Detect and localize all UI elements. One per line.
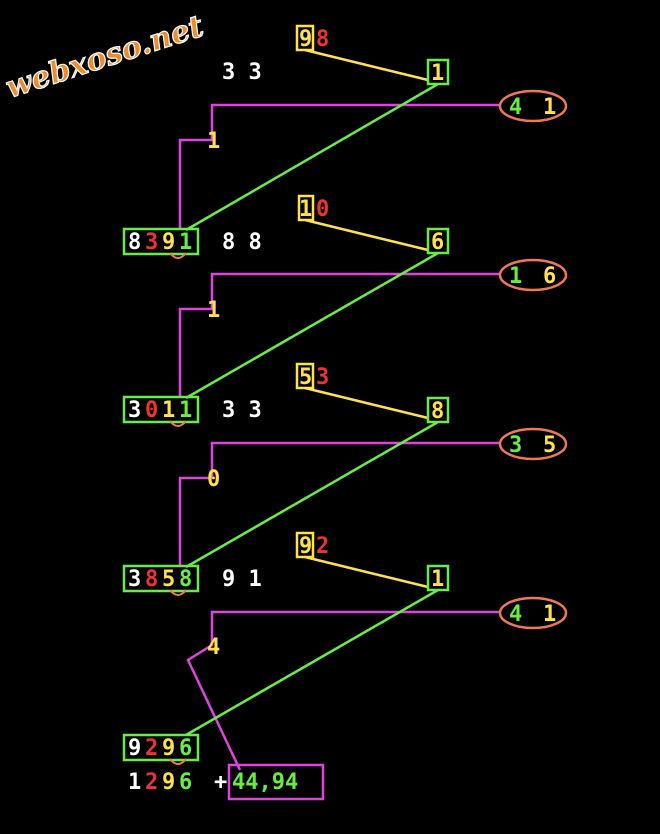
number-digit-4: 6: [179, 736, 192, 761]
oval-digit-2: 5: [543, 433, 556, 458]
box-digit: 1: [431, 567, 444, 592]
top-digit-1: 9: [299, 534, 312, 559]
number-digit-3: 9: [162, 230, 175, 255]
result-value: 44,94: [232, 770, 298, 795]
result-digit-2: 2: [145, 770, 158, 795]
top-digit-2: 3: [316, 365, 329, 390]
pair-numbers: 3 3: [222, 60, 262, 85]
mid-digit: 1: [207, 298, 220, 323]
mid-digit: 0: [207, 467, 220, 492]
result: 1 2 9 6 + 44,94: [128, 763, 325, 801]
number-digit-1: 8: [128, 230, 141, 255]
block-1: 9 8 3 3 1 4 1 1 8 3 9 1 8 8: [122, 24, 568, 259]
box-digit: 8: [431, 399, 444, 424]
number-digit-3: 5: [162, 567, 175, 592]
oval-digit-2: 1: [543, 602, 556, 627]
oval-digit-1: 4: [509, 95, 522, 120]
block-2: 1 0 6 1 6 1 3 0 1 1 3 3: [122, 194, 568, 427]
result-digit-1: 1: [128, 770, 141, 795]
mid-digit: 4: [207, 635, 220, 660]
top-digit-2: 8: [316, 27, 329, 52]
number-digit-2: 3: [145, 230, 158, 255]
oval-digit-1: 1: [509, 264, 522, 289]
number-digit-3: 1: [162, 398, 175, 423]
number-digit-4: 1: [179, 230, 192, 255]
number-pair: 8 8: [222, 230, 262, 255]
number-digit-2: 0: [145, 398, 158, 423]
number-digit-4: 1: [179, 398, 192, 423]
number-digit-2: 8: [145, 567, 158, 592]
block-3: 5 3 8 3 5 0 3 8 5 8 9 1: [122, 362, 568, 596]
block-4: 9 2 1 4 1 4 9 2 9 6: [122, 531, 568, 771]
oval-digit-2: 6: [543, 264, 556, 289]
top-digit-2: 2: [316, 534, 329, 559]
top-digit-2: 0: [316, 197, 329, 222]
oval-digit-1: 3: [509, 433, 522, 458]
number-digit-4: 8: [179, 567, 192, 592]
top-digit-1: 5: [299, 365, 312, 390]
top-digit-1: 9: [299, 27, 312, 52]
number-digit-1: 3: [128, 398, 141, 423]
number-pair: 3 3: [222, 398, 262, 423]
oval-digit-1: 4: [509, 602, 522, 627]
number-digit-1: 3: [128, 567, 141, 592]
number-pair: 9 1: [222, 567, 262, 592]
result-digit-4: 6: [179, 770, 192, 795]
mid-digit: 1: [207, 129, 220, 154]
result-digit-3: 9: [162, 770, 175, 795]
oval-digit-2: 1: [543, 95, 556, 120]
top-digit-1: 1: [299, 197, 312, 222]
number-digit-2: 2: [145, 736, 158, 761]
box-digit: 1: [431, 61, 444, 86]
number-digit-3: 9: [162, 736, 175, 761]
box-digit: 6: [431, 230, 444, 255]
number-digit-1: 9: [128, 736, 141, 761]
result-plus: +: [214, 770, 227, 795]
